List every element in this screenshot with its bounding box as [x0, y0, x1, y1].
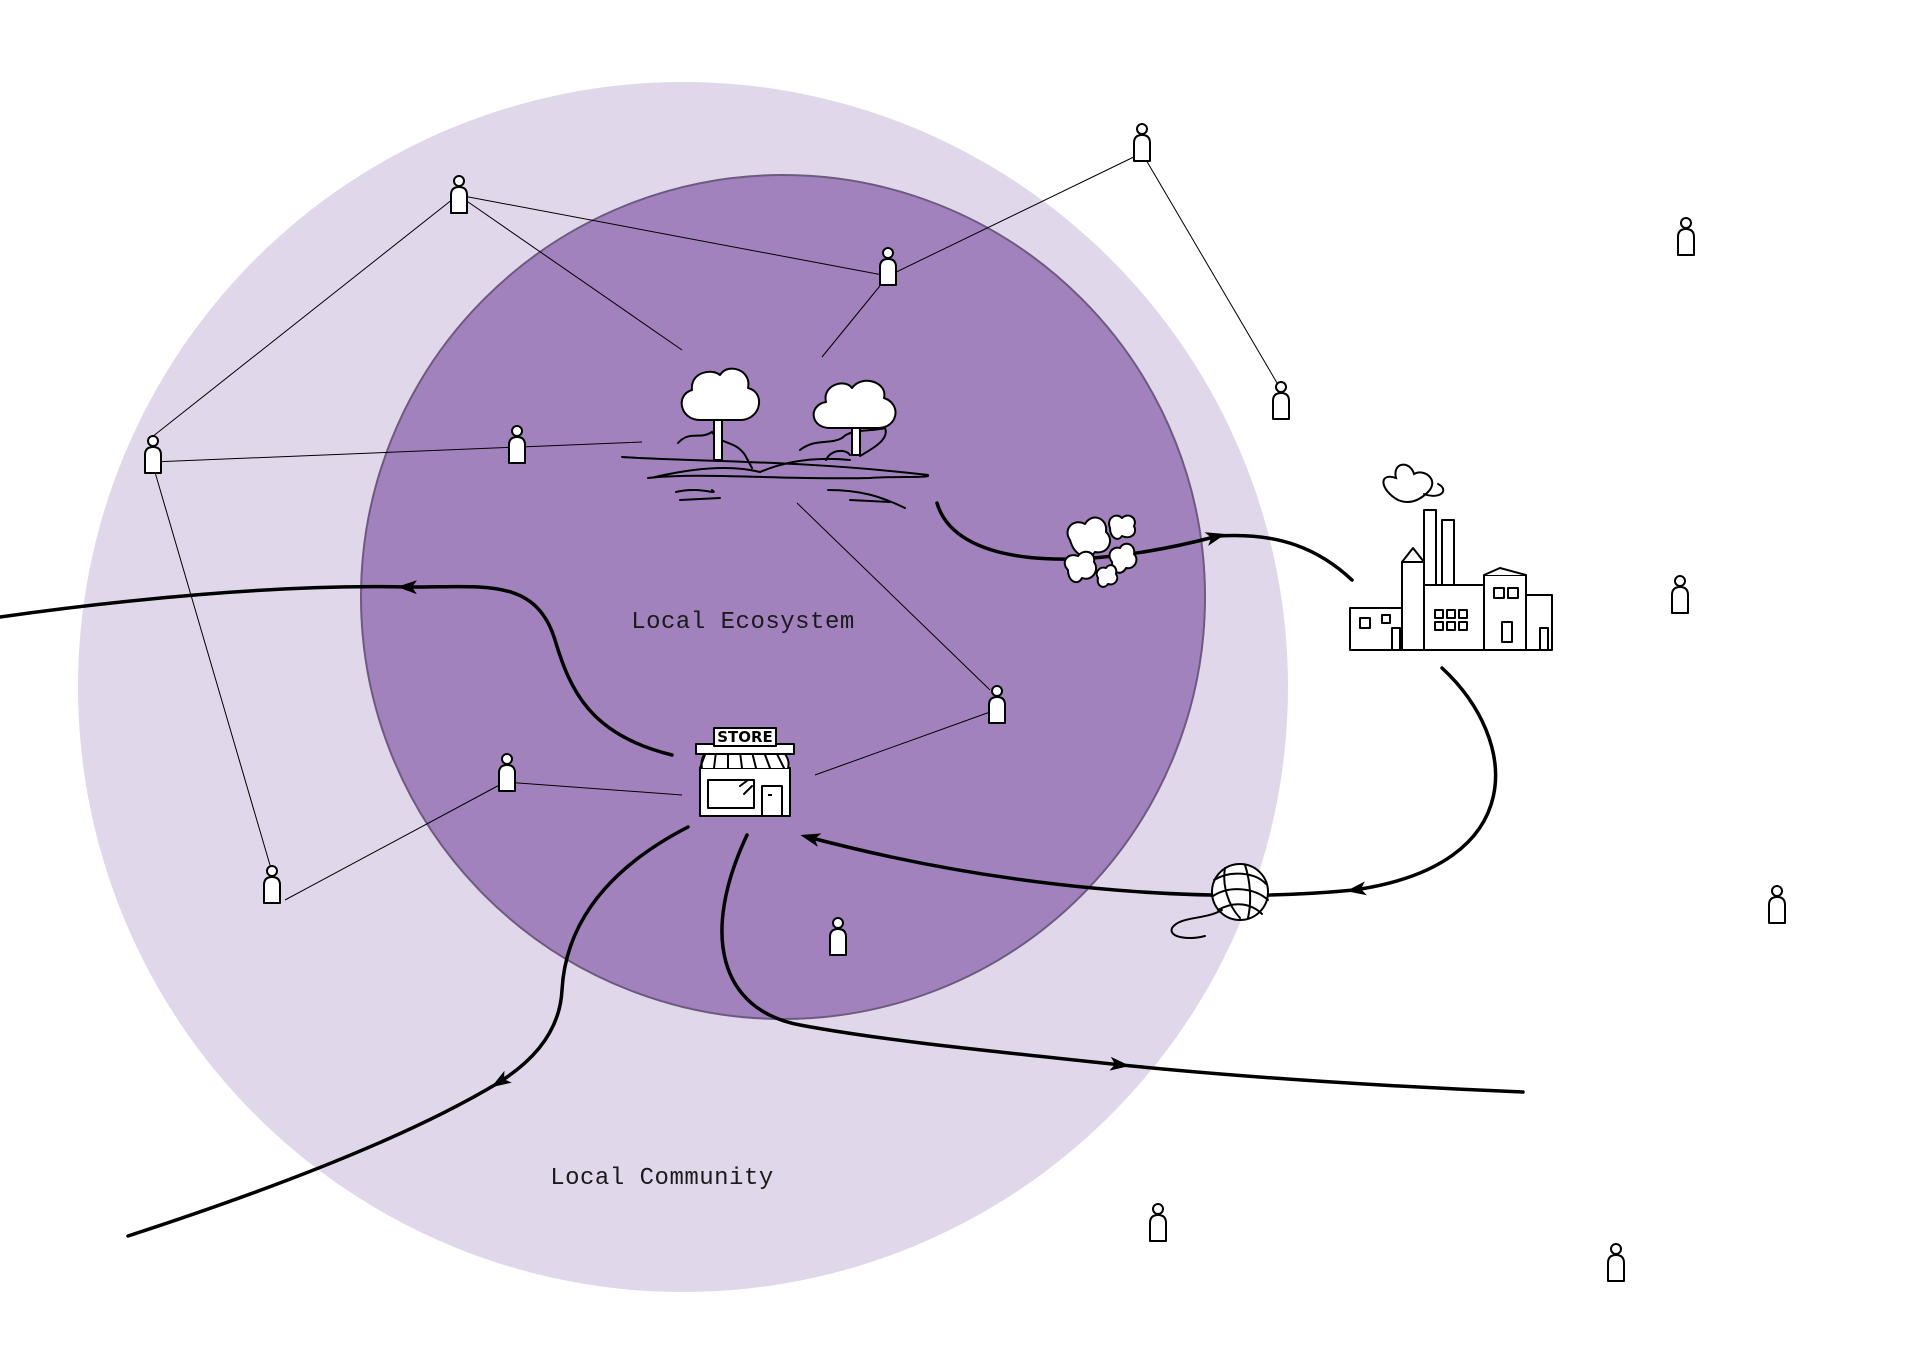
person-icon — [987, 684, 1007, 725]
smoke-cloud-icon — [1063, 514, 1138, 588]
flow-arrows — [0, 501, 1525, 1238]
factory-icon — [1349, 463, 1553, 651]
person-icon — [507, 424, 527, 465]
local-ecosystem-circle — [360, 174, 1206, 1020]
person-icon — [1132, 122, 1152, 163]
person-icon — [1676, 216, 1696, 257]
store-sign-text: STORE — [717, 728, 773, 746]
person-icon — [449, 174, 469, 215]
connection-lines — [151, 152, 1281, 901]
flow-store-to-southwest — [491, 825, 690, 1088]
flow-yarn-to-store — [800, 833, 1356, 897]
person-icon — [878, 246, 898, 287]
person-icon — [1606, 1242, 1626, 1283]
local-ecosystem-label: Local Ecosystem — [631, 609, 855, 636]
store-icon: STORE — [695, 727, 795, 817]
flow-store-to-west — [397, 580, 674, 757]
person-icon — [1148, 1202, 1168, 1243]
flow-ecosystem-to-factory — [935, 501, 1226, 561]
person-icon — [497, 752, 517, 793]
person-icon — [143, 434, 163, 475]
yarn-ball-icon — [1170, 863, 1269, 939]
person-icon — [1670, 574, 1690, 615]
flow-factory-to-yarn — [1346, 666, 1498, 896]
person-icon — [828, 916, 848, 957]
flow-store-to-east — [720, 833, 1130, 1071]
person-icon — [262, 864, 282, 905]
local-community-label: Local Community — [550, 1165, 774, 1192]
trees-landscape-icon — [621, 367, 929, 509]
person-icon — [1767, 884, 1787, 925]
person-icon — [1271, 380, 1291, 421]
